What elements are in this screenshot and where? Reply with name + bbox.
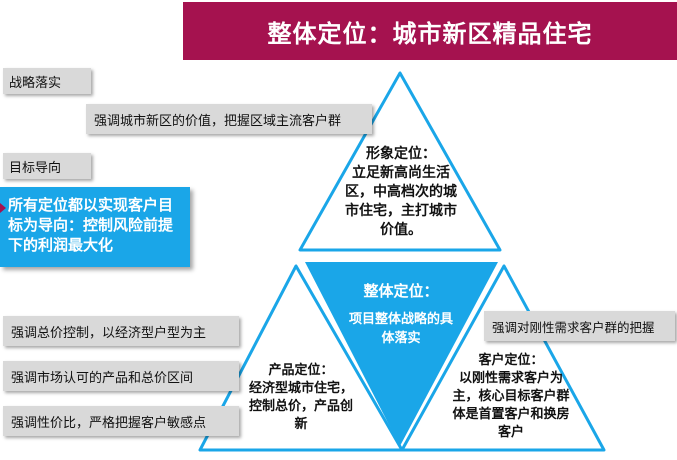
- left-description-1: 强调总价控制，以经济型户型为主: [3, 316, 239, 346]
- image-positioning-heading: 形象定位：: [366, 146, 436, 162]
- top-triangle: [298, 71, 502, 252]
- page-title: 整体定位：城市新区精品住宅: [183, 2, 677, 60]
- right-triangle: [400, 264, 606, 452]
- product-positioning-body: 经济型城市住宅，控制总价，产品创新: [248, 381, 353, 432]
- product-positioning-heading: 产品定位：: [268, 363, 334, 378]
- goal-description: 所有定位都以实现客户目标为导向：控制风险前提下的利润最大化: [8, 196, 174, 254]
- customer-positioning-text: 客户定位： 以刚性需求客户为主，核心目标客户群体是首置客户和换房客户: [450, 352, 572, 442]
- strategy-label: 战略落实: [3, 68, 91, 94]
- image-positioning-text: 形象定位： 立足新高尚生活区，中高档次的城市住宅，主打城市价值。: [345, 145, 457, 240]
- overall-positioning-text: 整体定位： 项目整体战略的具体落实: [345, 280, 457, 348]
- center-triangle: [305, 262, 498, 446]
- overall-positioning-heading: 整体定位：: [363, 282, 439, 300]
- goal-description-box: 所有定位都以实现客户目标为导向：控制风险前提下的利润最大化: [0, 187, 190, 267]
- goal-label: 目标导向: [3, 153, 91, 179]
- bullet-marker-icon: [0, 203, 6, 213]
- left-description-3: 强调性价比，严格把握客户敏感点: [3, 406, 239, 436]
- left-triangle: [198, 264, 404, 452]
- strategy-description: 强调城市新区的价值，把握区域主流客户群: [86, 104, 372, 134]
- overall-positioning-body: 项目整体战略的具体落实: [348, 312, 453, 346]
- customer-positioning-heading: 客户定位：: [478, 353, 544, 368]
- product-positioning-text: 产品定位： 经济型城市住宅，控制总价，产品创新: [245, 362, 357, 434]
- image-positioning-body: 立足新高尚生活区，中高档次的城市住宅，主打城市价值。: [345, 165, 457, 238]
- left-description-2: 强调市场认可的产品和总价区间: [3, 361, 239, 391]
- right-description-1: 强调对刚性需求客户群的把握: [484, 311, 675, 341]
- customer-positioning-body: 以刚性需求客户为主，核心目标客户群体是首置客户和换房客户: [452, 371, 570, 440]
